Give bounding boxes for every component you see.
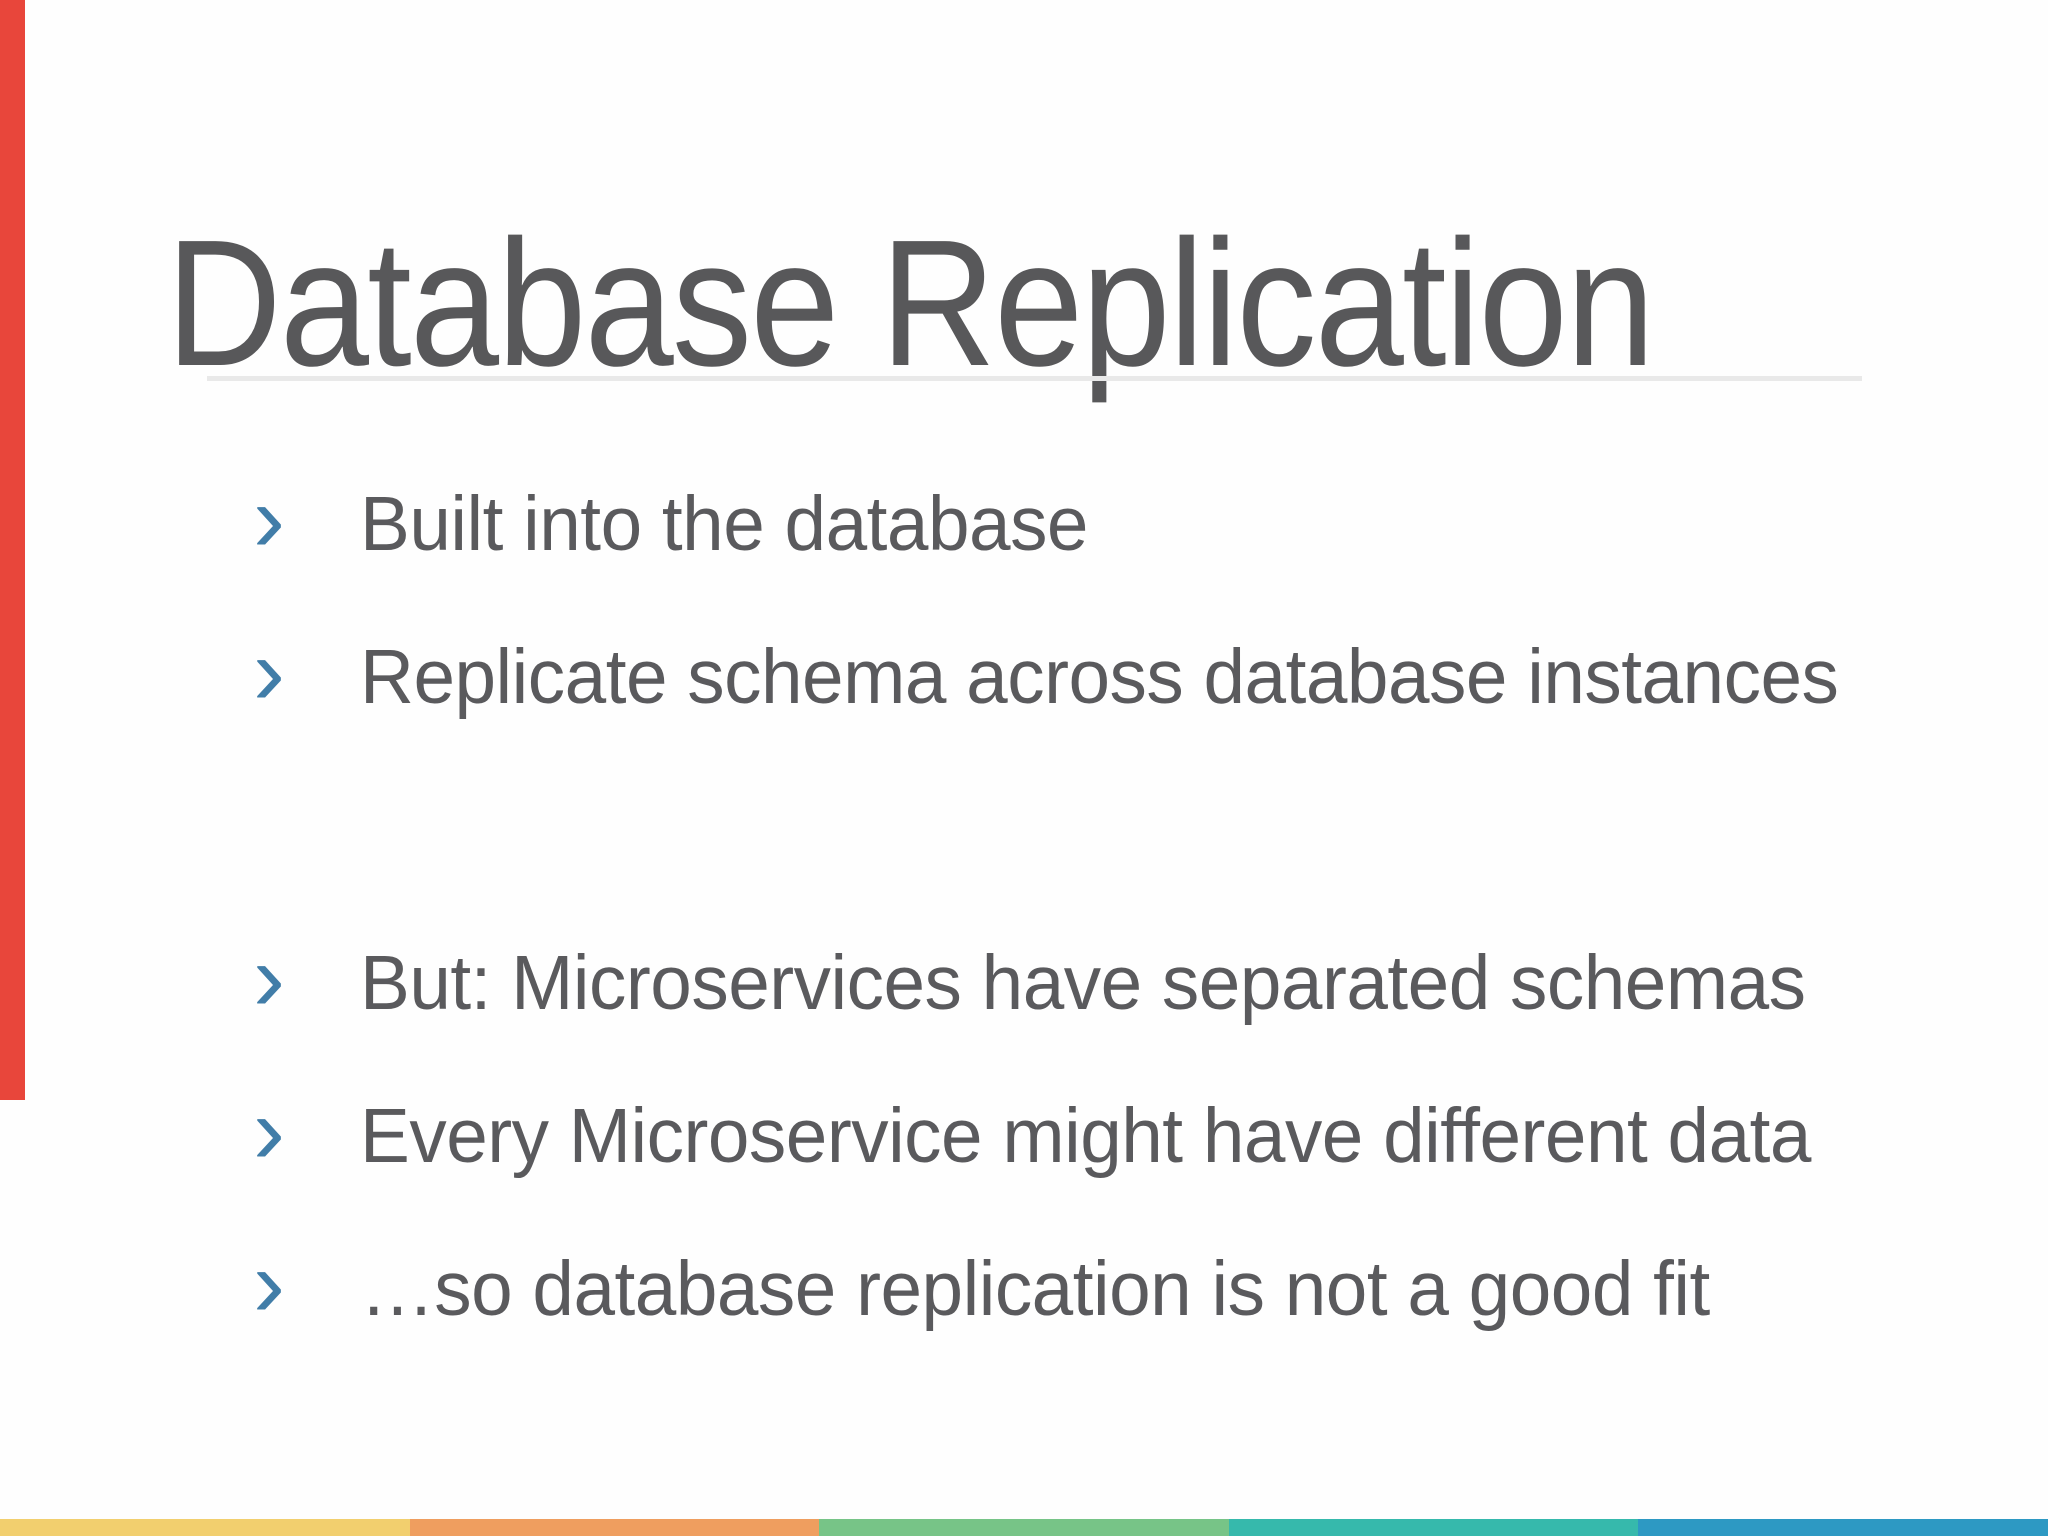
bullet-text: But: Microservices have separated schema…	[360, 940, 1806, 1026]
footer-stripe-segment-blue	[1638, 1519, 2048, 1536]
bullet-text: …so database replication is not a good f…	[360, 1246, 1710, 1332]
title-divider	[207, 376, 1862, 381]
bullet-item: › Replicate schema across database insta…	[253, 601, 2048, 754]
bullet-list-top: › Built into the database › Replicate sc…	[253, 448, 2048, 754]
bullet-list-gap	[253, 754, 2048, 907]
slide-progress-bar	[0, 0, 25, 1100]
chevron-right-icon: ›	[253, 618, 285, 725]
chevron-right-icon: ›	[253, 1230, 285, 1337]
bullet-area: › Built into the database › Replicate sc…	[253, 448, 2048, 1366]
bullet-text: Built into the database	[360, 481, 1088, 567]
footer-stripe-segment-yellow	[0, 1519, 410, 1536]
bullet-item: › Built into the database	[253, 448, 2048, 601]
bullet-item: › …so database replication is not a good…	[253, 1213, 2048, 1366]
footer-stripe-segment-teal	[1228, 1519, 1639, 1536]
chevron-right-icon: ›	[253, 1077, 285, 1184]
chevron-right-icon: ›	[253, 924, 285, 1031]
bullet-item: › But: Microservices have separated sche…	[253, 907, 2048, 1060]
bullet-text: Every Microservice might have different …	[360, 1093, 1811, 1179]
bullet-text: Replicate schema across database instanc…	[360, 634, 1839, 720]
bullet-item: › Every Microservice might have differen…	[253, 1060, 2048, 1213]
bullet-list-bottom: › But: Microservices have separated sche…	[253, 907, 2048, 1366]
slide-title: Database Replication	[166, 202, 1655, 404]
footer-stripe-segment-orange	[409, 1519, 820, 1536]
footer-stripe	[0, 1519, 2048, 1536]
chevron-right-icon: ›	[253, 465, 285, 572]
footer-stripe-segment-green	[819, 1519, 1229, 1536]
